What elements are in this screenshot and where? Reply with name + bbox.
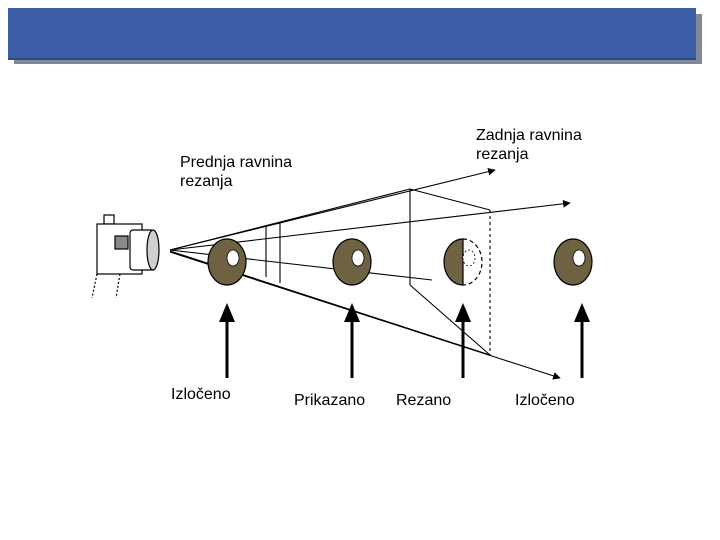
header-bar bbox=[8, 8, 696, 60]
near-plane-label: Prednja ravnina rezanja bbox=[180, 154, 293, 190]
object-rendered bbox=[332, 238, 372, 286]
far-plane-label: Zadnja ravnina rezanja bbox=[476, 127, 582, 163]
object-culled-near bbox=[207, 238, 247, 286]
culled-near-label: Izločeno bbox=[171, 386, 231, 403]
object-culled-far bbox=[553, 238, 593, 286]
clipped-label: Rezano bbox=[396, 392, 452, 409]
camera-icon bbox=[91, 214, 160, 299]
rendered-label: Prikazano bbox=[294, 392, 366, 409]
culled-far-label: Izločeno bbox=[515, 392, 575, 409]
object-clipped bbox=[443, 238, 483, 286]
pointer-arrows bbox=[219, 303, 590, 378]
figure-background bbox=[82, 110, 650, 450]
